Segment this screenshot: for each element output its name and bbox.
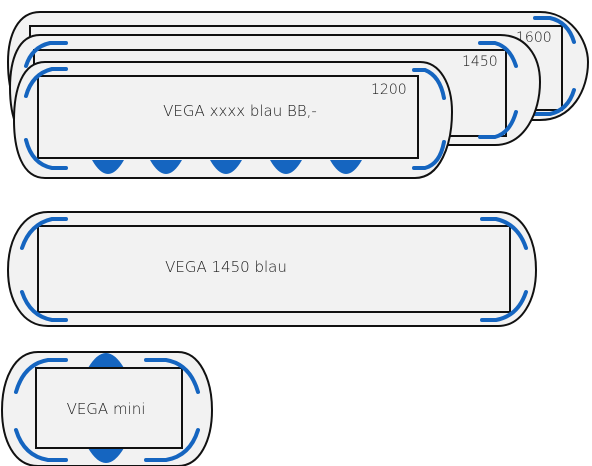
- lightbar-1200: 1200 VEGA xxxx blau BB,-: [12, 61, 454, 179]
- lightbar-vega-1450-corner-br: [480, 290, 528, 322]
- lightbar-1200-corner-tl: [24, 67, 68, 98]
- lightbar-1200-corner-br: [412, 140, 446, 170]
- lightbar-1450-stacked-corner-br: [478, 110, 518, 139]
- lightbar-vega-1450-corner-tl: [20, 217, 68, 250]
- bottom-bump-5: [330, 160, 362, 174]
- lightbar-1200-corner-bl: [24, 138, 68, 170]
- size-label-1450: 1450: [462, 54, 498, 70]
- size-label-1600: 1600: [516, 30, 552, 46]
- lightbar-vega-mini-corner-bl: [14, 428, 68, 462]
- lightbar-vega-mini-corner-br: [144, 428, 200, 462]
- lightbar-vega-1450: VEGA 1450 blau: [6, 211, 538, 327]
- lightbar-1200-corner-tr: [412, 68, 446, 100]
- bottom-bump-2: [150, 160, 182, 174]
- lightbar-1600-corner-br: [533, 88, 576, 116]
- lightbar-vega-mini-lens: [35, 367, 183, 449]
- lightbar-1600-corner-tr: [533, 16, 576, 44]
- lightbar-vega-mini-corner-tr: [144, 358, 200, 394]
- lightbar-1450-stacked-corner-tr: [478, 41, 518, 68]
- lightbar-1450-stacked-corner-tl: [24, 41, 68, 68]
- mini-top-bump: [88, 353, 124, 368]
- lightbar-vega-1450-corner-tr: [480, 217, 528, 250]
- lightbar-vega-1450-label: VEGA 1450 blau: [165, 258, 287, 276]
- lightbar-stack-label: VEGA xxxx blau BB,-: [163, 102, 317, 120]
- bottom-bump-4: [270, 160, 302, 174]
- mini-bottom-bump: [88, 448, 124, 463]
- lightbar-1200-bottom-bumps: [92, 160, 362, 174]
- lightbar-vega-mini-label: VEGA mini: [67, 400, 146, 418]
- bottom-bump-3: [210, 160, 242, 174]
- lightbar-vega-mini: VEGA mini: [0, 351, 214, 466]
- bottom-bump-1: [92, 160, 124, 174]
- lightbar-vega-mini-corner-tl: [14, 358, 68, 394]
- lightbar-1200-lens: [37, 75, 419, 159]
- lightbar-vega-1450-lens: [37, 225, 511, 313]
- lightbar-vega-1450-corner-bl: [20, 290, 68, 322]
- size-label-1200: 1200: [371, 82, 407, 98]
